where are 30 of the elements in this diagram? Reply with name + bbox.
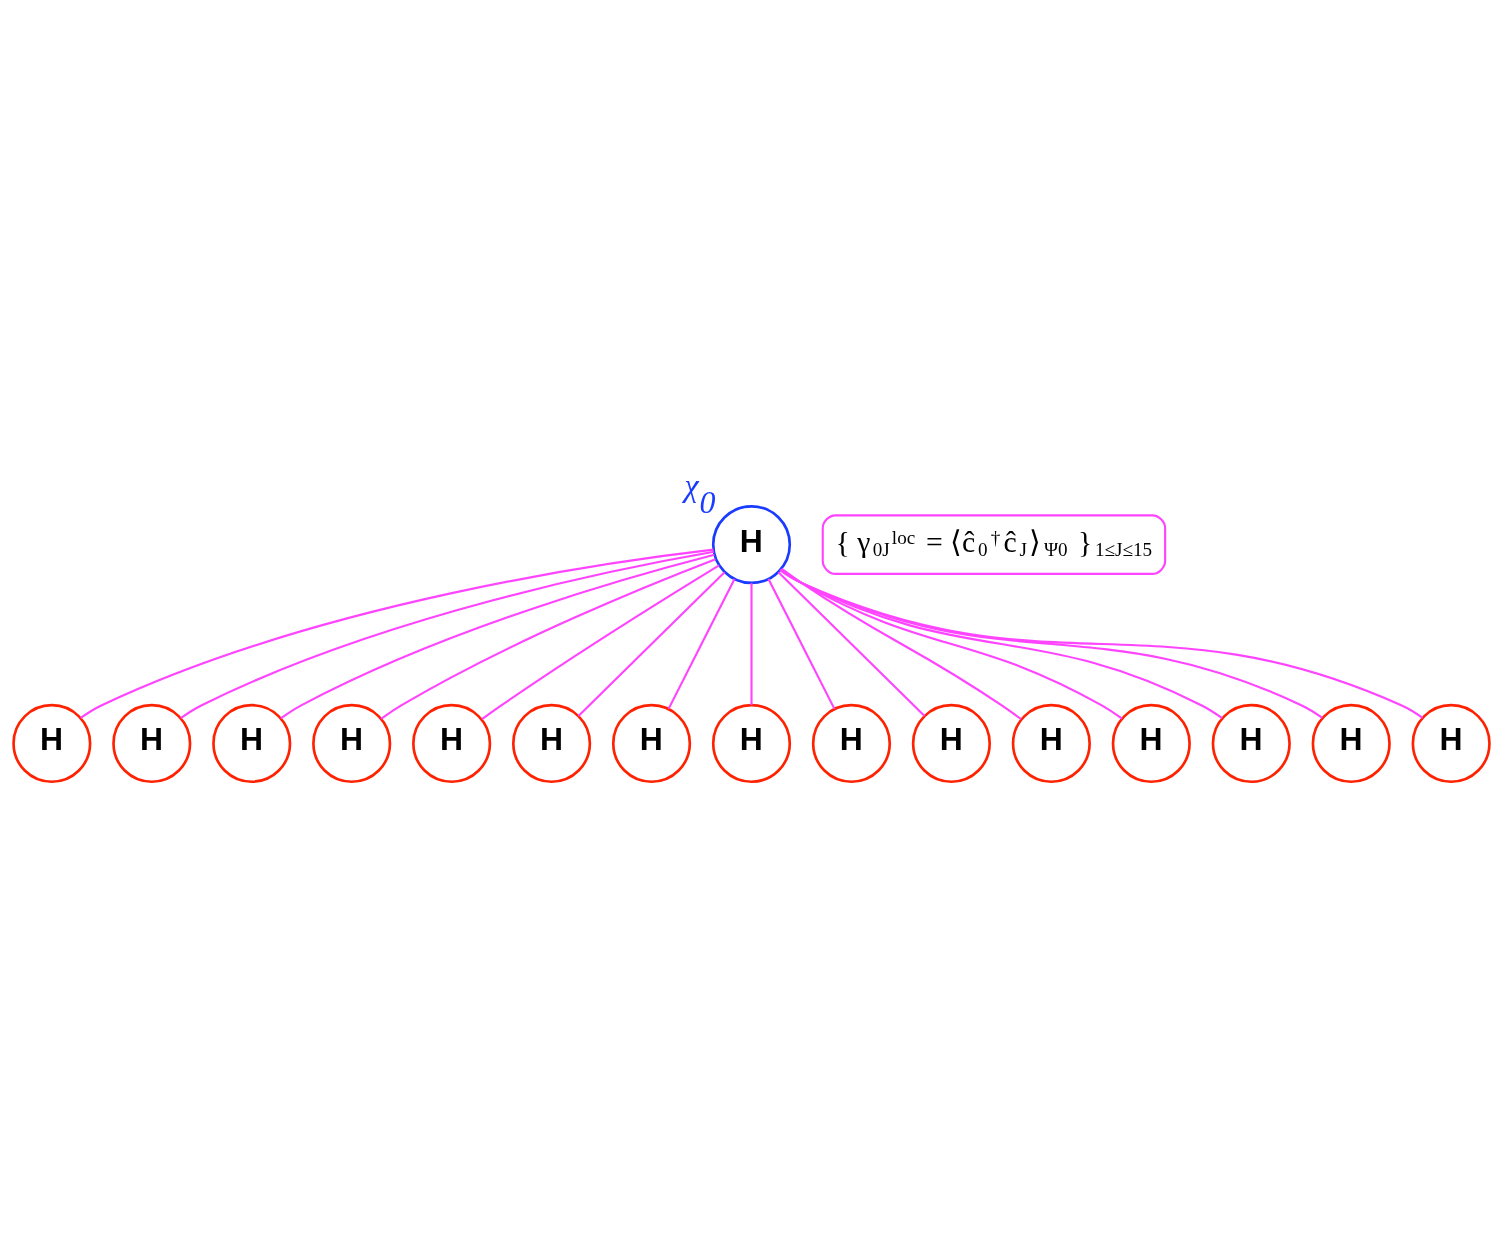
connector <box>380 558 716 720</box>
connector <box>781 568 1022 720</box>
connector <box>767 578 836 710</box>
connector <box>667 578 736 710</box>
connector <box>779 569 1223 720</box>
node-circle: H <box>711 703 792 784</box>
connector <box>779 569 1424 719</box>
connector <box>779 569 1323 719</box>
node-circle: H <box>911 703 992 784</box>
node-circle: H <box>511 703 592 784</box>
connector <box>481 564 720 721</box>
node-circle: H <box>1411 703 1491 784</box>
connector <box>80 548 714 719</box>
connector <box>780 568 1123 720</box>
connector <box>777 571 926 717</box>
node-circle: H <box>412 703 492 784</box>
node-circle: H <box>212 703 292 784</box>
connector <box>180 550 714 719</box>
node-circle: H <box>312 703 392 784</box>
connector <box>280 553 715 720</box>
node-circle: H <box>811 703 892 784</box>
connector <box>750 583 753 706</box>
node-circle: H <box>1111 703 1191 784</box>
node-circle: H <box>611 703 692 784</box>
connector <box>577 571 726 717</box>
node-circle: H <box>1211 703 1291 784</box>
node-circle: H <box>1011 703 1091 784</box>
node-circle: H <box>12 703 92 784</box>
node-circle: H <box>1311 703 1391 784</box>
node-circle: H <box>112 703 192 784</box>
